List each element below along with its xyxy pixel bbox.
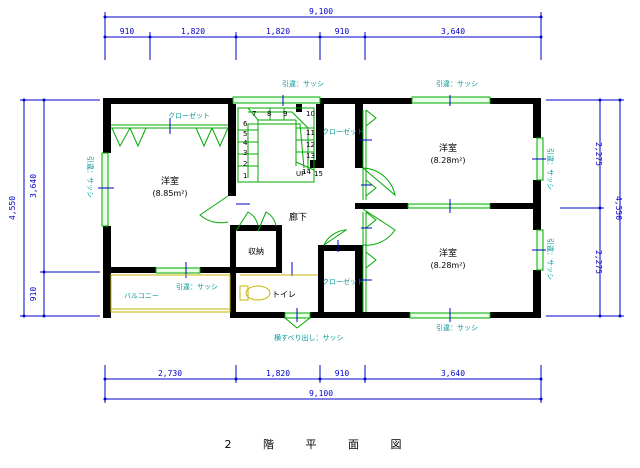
stair-step-1: 1 (243, 172, 247, 180)
stair-step-15: 15 (314, 170, 323, 178)
room-labels: 洋室 (8.85m²) 洋室 (8.28m²) 洋室 (8.28m²) 廊下 収… (124, 142, 466, 300)
top-right-closet-label: クローゼット (322, 127, 364, 136)
top-total-dim: 9,100 (309, 7, 333, 16)
window-label-top-stair: 引違：サッシ (282, 79, 324, 88)
top-right-room-area: (8.28m²) (430, 156, 465, 165)
stair-step-3: 3 (243, 149, 247, 157)
bottom-right-room-name: 洋室 (439, 247, 457, 259)
top-dim-seg-1: 910 (120, 27, 135, 36)
bottom-dim-seg-1: 2,730 (158, 369, 182, 378)
right-dimensions: 2,275 2,275 4,550 (546, 98, 624, 318)
top-dim-seg-2: 1,820 (181, 27, 205, 36)
left-closet-label: クローゼット (168, 111, 210, 120)
stair-step-2: 2 (243, 160, 247, 168)
window-label-bottom-toilet: 横すべり出し：サッシ (274, 333, 344, 342)
balcony-label: バルコニー (124, 292, 159, 300)
window-labels: 引違：サッシ 引違：サッシ 引違：サッシ 引違：サッシ 引違：サッシ 引違：サッ… (86, 79, 555, 342)
stair-step-11: 11 (306, 129, 315, 137)
drawing-title: 2 階 平 面 図 (224, 438, 416, 451)
top-right-room-name: 洋室 (439, 142, 457, 154)
stair-step-13: 13 (306, 152, 315, 160)
window-label-right-top: 引違：サッシ (546, 148, 555, 190)
top-dim-seg-3: 1,820 (266, 27, 290, 36)
stair-step-10: 10 (306, 110, 315, 118)
staircase: 1 2 3 4 5 6 7 8 9 10 11 12 13 14 15 UP (237, 107, 323, 183)
bottom-right-room-area: (8.28m²) (430, 261, 465, 270)
stair-step-4: 4 (243, 139, 248, 147)
stair-step-12: 12 (306, 141, 315, 149)
stair-step-8: 8 (267, 110, 271, 118)
bottom-dim-seg-3: 910 (335, 369, 350, 378)
left-dimensions: 4,550 3,640 910 (8, 98, 100, 318)
top-dimensions: 9,100 910 1,820 1,820 910 3,640 (103, 7, 543, 60)
doors (199, 167, 396, 276)
stair-up-label: UP (296, 170, 305, 178)
stair-step-6: 6 (243, 120, 248, 128)
stair-step-5: 5 (243, 130, 247, 138)
bottom-dim-seg-4: 3,640 (441, 369, 465, 378)
left-room-name: 洋室 (161, 175, 179, 187)
hallway-label: 廊下 (289, 211, 307, 223)
right-dim-seg-1: 2,275 (594, 142, 603, 166)
stair-step-14: 14 (302, 168, 311, 176)
left-total-dim: 4,550 (8, 196, 17, 220)
bottom-dim-seg-2: 1,820 (266, 369, 290, 378)
bottom-dimensions: 2,730 1,820 910 3,640 9,100 (103, 365, 543, 403)
window-label-right-bottom: 引違：サッシ (546, 238, 555, 280)
bottom-right-closet-label: クローゼット (322, 277, 364, 286)
window-label-top-right: 引違：サッシ (436, 79, 478, 88)
closet-labels: クローゼット クローゼット クローゼット (168, 111, 364, 286)
left-room-area: (8.85m²) (152, 189, 187, 198)
toilet-fixture (239, 285, 271, 301)
top-dim-seg-5: 3,640 (441, 27, 465, 36)
stair-step-7: 7 (252, 110, 256, 118)
window-label-bottom-right: 引違：サッシ (436, 323, 478, 332)
walls (103, 98, 541, 318)
windows (98, 95, 546, 329)
left-dim-seg-2: 910 (29, 287, 38, 302)
window-label-balcony: 引違：サッシ (176, 282, 218, 291)
toilet-label: トイレ (272, 290, 296, 299)
bottom-total-dim: 9,100 (309, 389, 333, 398)
right-dim-seg-2: 2,275 (594, 250, 603, 274)
left-dim-seg-1: 3,640 (29, 174, 38, 198)
stair-step-9: 9 (283, 110, 287, 118)
top-dim-seg-4: 910 (335, 27, 350, 36)
storage-label: 収納 (248, 246, 264, 256)
right-total-dim: 4,550 (614, 196, 623, 220)
window-label-left: 引違：サッシ (86, 156, 95, 198)
